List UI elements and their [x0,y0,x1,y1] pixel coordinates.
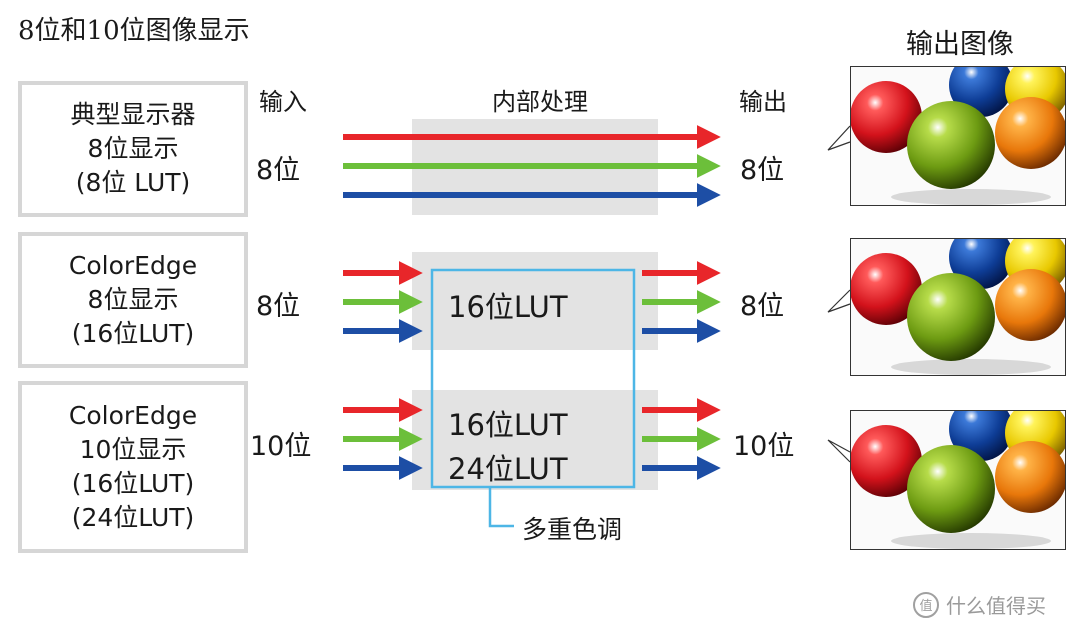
internal-processing-header: 内部处理 [492,88,588,116]
spheres-image [851,411,1065,549]
callout-label: 多重色调 [522,515,623,544]
output-image-row2 [850,238,1066,376]
watermark-logo-icon: 值 [913,591,939,618]
row3-input-label: 10位 [250,431,312,462]
output-header: 输出 [739,88,787,116]
panel-typical-display: 典型显示器 8位显示 (8位 LUT) [18,81,248,217]
row2-output-label: 8位 [740,291,785,322]
output-image-header: 输出图像 [906,29,1014,60]
lut-label-row2: 16位LUT [448,290,568,324]
panel-line: 10位显示 [79,435,187,464]
lut-label-row3-a: 16位LUT [448,408,568,442]
svg-text:值: 值 [919,598,932,614]
panel-line: ColorEdge [68,251,198,280]
lut-label-row3-b: 24位LUT [448,452,568,486]
panel-coloredge-10bit: ColorEdge 10位显示 (16位LUT) (24位LUT) [18,381,248,553]
row1-output-label: 8位 [740,155,785,186]
output-image-row3 [850,410,1066,550]
panel-line: ColorEdge [68,401,198,430]
panel-coloredge-8bit: ColorEdge 8位显示 (16位LUT) [18,232,248,368]
pointer-row2 [827,289,851,313]
row3-output-label: 10位 [733,431,795,462]
input-header: 输入 [259,88,307,116]
row2-input-label: 8位 [256,291,301,322]
spheres-image [851,67,1065,205]
panel-line: 典型显示器 [70,100,196,129]
panel-line: 8位显示 [87,134,179,163]
processing-box-row2 [412,252,658,350]
row1-input-label: 8位 [256,155,301,186]
watermark: 值 什么值得买 [912,590,1046,619]
spheres-image [851,239,1065,375]
panel-line: (16位LUT) [71,469,195,498]
pointer-row1 [827,125,851,151]
diagram-title: 8位和10位图像显示 [18,16,250,46]
panel-line: (16位LUT) [71,319,195,348]
panel-line: (24位LUT) [71,503,195,532]
output-image-row1 [850,66,1066,206]
panel-line: (8位 LUT) [75,168,191,197]
watermark-text: 什么值得买 [946,594,1046,618]
processing-box-row3 [412,390,658,490]
pointer-row3 [827,439,851,463]
panel-line: 8位显示 [87,285,179,314]
